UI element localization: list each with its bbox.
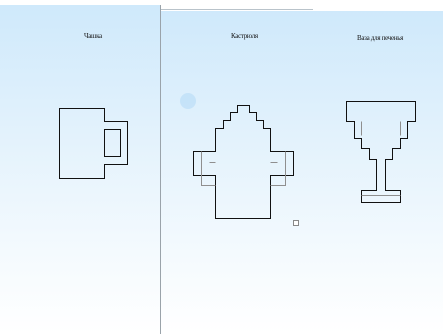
pot-label: Кастрюля: [231, 32, 258, 40]
cup-label: Чашка: [84, 32, 102, 40]
vase-label: Ваза для печенья: [357, 34, 404, 42]
selection-handle[interactable]: [293, 220, 299, 226]
decorative-blob: [180, 93, 196, 109]
pot-outline-icon[interactable]: [193, 105, 294, 219]
page-divider: [160, 5, 161, 334]
page-right: [161, 11, 443, 334]
vase-outline-icon[interactable]: [346, 101, 416, 203]
cup-outline-icon[interactable]: [59, 108, 128, 179]
page-top-edge: [161, 9, 313, 10]
page-left: [0, 5, 160, 334]
